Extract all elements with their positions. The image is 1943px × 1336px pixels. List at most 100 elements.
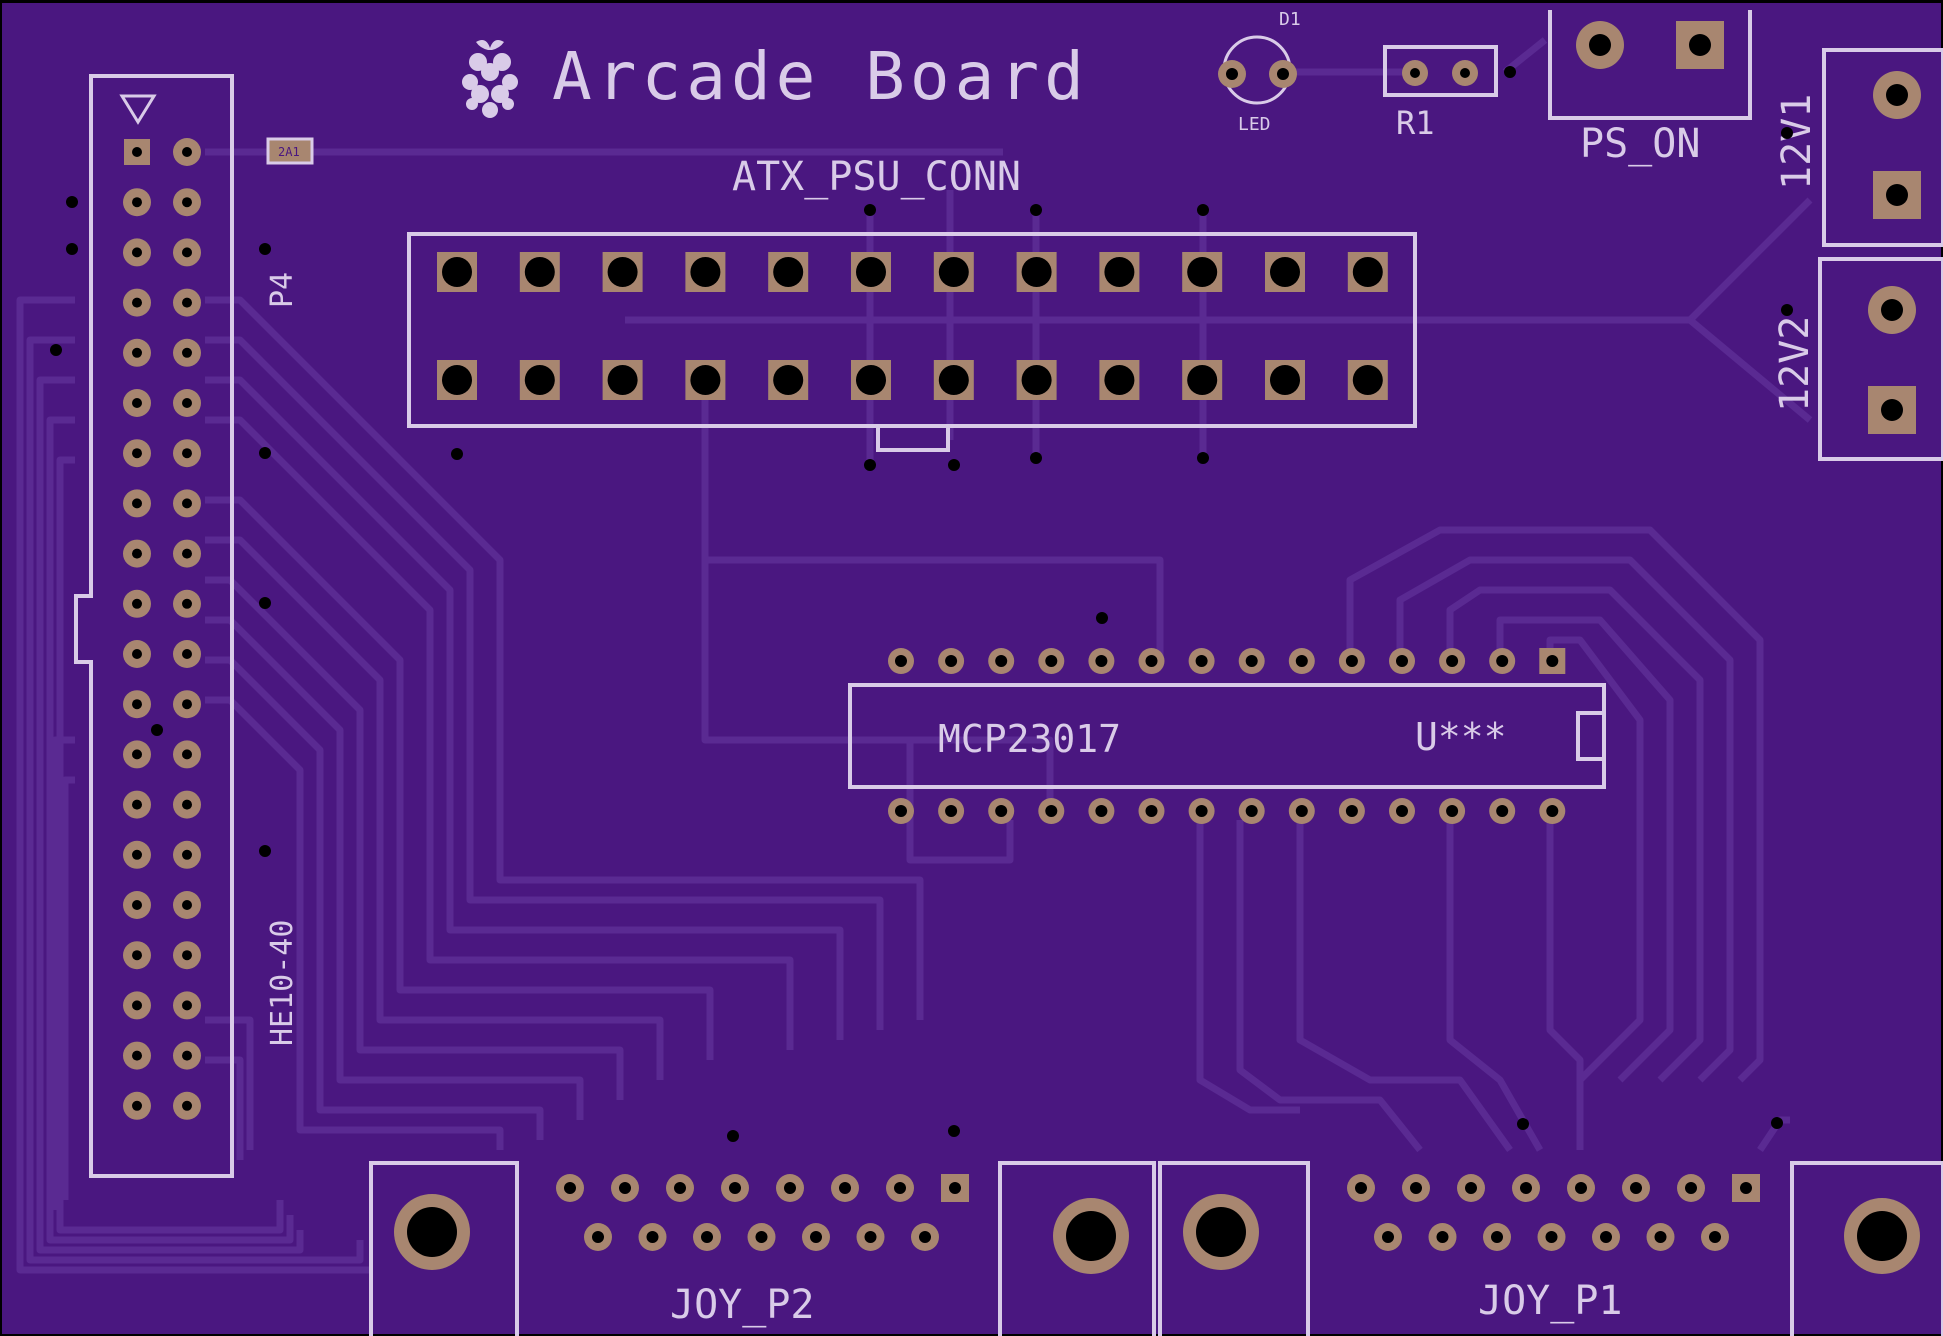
p4-pad-drill [132, 950, 142, 961]
p4-pad-drill [182, 498, 192, 509]
joy-p2-right-outline [998, 1161, 1156, 1336]
u-pad-drill [1396, 805, 1408, 817]
joy-p1-pad-drill [1654, 1231, 1667, 1243]
p4-pad-drill [182, 849, 192, 860]
joy-p2-ref: JOY_P2 [670, 1282, 815, 1328]
joy-p2-pad-drill [810, 1231, 822, 1243]
joy-p2-left-outline [369, 1161, 519, 1336]
joy-p2-pad-drill [949, 1182, 961, 1194]
via [1030, 452, 1042, 464]
via [451, 448, 463, 460]
u-pad-drill [1245, 655, 1258, 667]
pads-layer [50, 21, 1921, 1274]
d1-value: LED [1238, 114, 1271, 135]
joy-p1-pad-drill [1600, 1231, 1612, 1243]
ps-on-pad-drill [1589, 34, 1611, 56]
smd-label: 2A1 [278, 145, 300, 159]
p4-pad-drill [132, 900, 142, 910]
p4-pad-drill [182, 1100, 192, 1111]
u-pad-drill [895, 655, 907, 667]
p4-ref: P4 [265, 272, 300, 308]
via [1781, 304, 1793, 316]
via [1781, 127, 1793, 139]
u-pad-drill [1045, 655, 1058, 667]
u-pad-drill [1095, 655, 1108, 667]
via [1197, 204, 1209, 216]
atx-pad-drill [773, 257, 804, 287]
v12-1-outline [1822, 48, 1943, 247]
joy-p2-pad-drill [646, 1231, 659, 1243]
u-notch [1576, 711, 1604, 761]
v12-1-pad-drill [1886, 184, 1908, 206]
via [50, 344, 62, 356]
joy-p1-pad-drill [1355, 1182, 1367, 1194]
atx-pad-drill [690, 365, 721, 395]
atx-pad-drill [1021, 257, 1052, 287]
p4-pad-drill [132, 598, 142, 609]
p4-value: HE10-40 [265, 920, 300, 1046]
via [259, 447, 271, 459]
atx-pad-drill [1021, 365, 1052, 395]
d1-pad-drill [1277, 68, 1289, 80]
joy-p2-pad-drill [784, 1182, 796, 1194]
p4-pad-drill [182, 297, 192, 308]
u-pad-drill [995, 805, 1008, 817]
silkscreen-text: Arcade Board ATX_PSU_CONN MCP23017 U*** … [265, 9, 1820, 1328]
p4-pad-drill [182, 247, 192, 258]
joy-p1-pad-drill [1382, 1231, 1394, 1243]
u-pad-drill [945, 655, 958, 667]
p4-outline [74, 74, 234, 1178]
atx-pad-drill [938, 257, 969, 287]
p4-pad-drill [132, 649, 142, 659]
joy-p2-pad-drill [894, 1182, 906, 1194]
p4-pad-drill [132, 197, 142, 208]
joy-p2-mount-hole-drill [407, 1207, 457, 1257]
p4-pad-drill [132, 347, 142, 358]
joy-p1-pad-drill [1491, 1231, 1503, 1243]
p4-pad-drill [132, 498, 142, 509]
u-pad-drill [1446, 655, 1459, 667]
u-pad-drill [1195, 655, 1208, 667]
silkscreen-layer [74, 10, 1943, 1336]
v12-2-pad-drill [1881, 299, 1903, 321]
via [1504, 66, 1516, 78]
copper-traces [16, 37, 1813, 1274]
joy-p1-pad-drill [1685, 1182, 1697, 1194]
via [259, 845, 271, 857]
ps-on-pad-drill [1689, 34, 1711, 56]
joy-p1-pad-drill [1740, 1182, 1752, 1194]
p4-pad-drill [132, 1000, 142, 1011]
joy-p2-pad-drill [864, 1231, 877, 1243]
joy-p1-pad-drill [1465, 1182, 1477, 1194]
u-pad-drill [1546, 805, 1559, 817]
u-pad-drill [1045, 805, 1058, 817]
v12-1-pad-drill [1886, 84, 1908, 106]
atx-pad-drill [1187, 365, 1218, 395]
board-title: Arcade Board [552, 38, 1089, 115]
p4-pad-drill [182, 347, 192, 358]
via [1517, 1118, 1529, 1130]
p4-pad-drill [182, 649, 192, 659]
atx-pad-drill [773, 365, 804, 395]
d1-ref: D1 [1279, 9, 1301, 30]
p4-pad-drill [132, 849, 142, 860]
joy-p2-mount-hole-drill [1066, 1211, 1116, 1261]
joy-p1-pad-drill [1410, 1182, 1422, 1194]
u-pad-drill [1245, 805, 1258, 817]
p4-pad-drill [132, 448, 142, 459]
via [66, 243, 78, 255]
u-pad-drill [1295, 805, 1308, 817]
atx-pad-drill [1270, 257, 1300, 287]
joy-p2-pad-drill [674, 1182, 686, 1194]
atx-ref: ATX_PSU_CONN [732, 154, 1021, 200]
board-substrate [2, 3, 1941, 1334]
p4-pad-drill [132, 247, 142, 258]
atx-pad-drill [1352, 365, 1383, 395]
r1-pad-drill [1460, 68, 1470, 78]
u-pad-drill [1546, 655, 1559, 667]
atx-pad-drill [1187, 257, 1218, 287]
p4-pad-drill [182, 1050, 192, 1061]
d1-pad-drill [1226, 68, 1238, 80]
p4-pad-drill [132, 799, 142, 810]
